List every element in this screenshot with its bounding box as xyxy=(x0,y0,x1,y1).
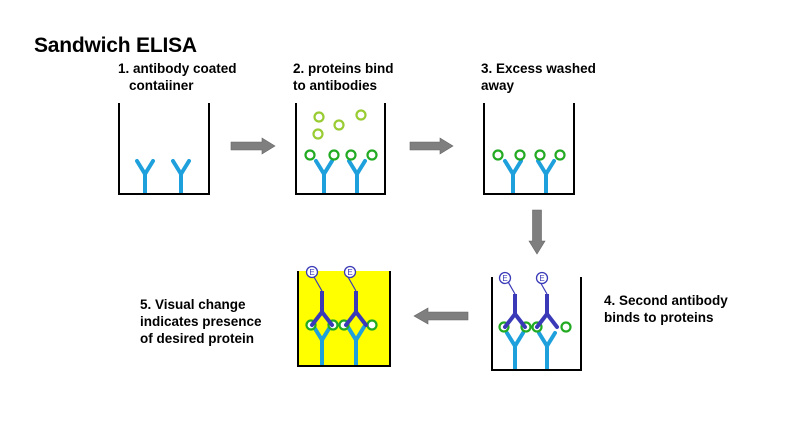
container-3 xyxy=(483,103,575,195)
enzyme-letter: E xyxy=(347,268,352,277)
antibody-arm-left xyxy=(536,159,548,176)
bound-protein xyxy=(328,149,340,161)
container-5 xyxy=(297,271,391,367)
enzyme-circle xyxy=(343,265,357,279)
detection-antibody-arm-right xyxy=(320,310,334,327)
step-3-label-line2: away xyxy=(481,78,515,93)
bound-protein xyxy=(554,149,566,161)
capture-antibody xyxy=(314,159,334,193)
capture-antibody xyxy=(346,325,366,365)
detection-antibody-arm-left xyxy=(344,310,358,327)
step-4-label-line2: binds to proteins xyxy=(604,310,714,325)
antibody-arm-right xyxy=(513,331,525,348)
step-2-label-line1: 2. proteins bind xyxy=(293,61,394,76)
arrow-step4-to-step5 xyxy=(413,307,469,325)
step-5-label-line2: indicates presence xyxy=(140,314,262,329)
capture-antibody xyxy=(536,159,556,193)
enzyme-circle xyxy=(498,271,512,285)
antibody-arm-left xyxy=(503,159,515,176)
detection-antibody xyxy=(310,276,334,327)
unbound-protein xyxy=(333,119,345,131)
bound-protein xyxy=(366,319,378,331)
unbound-protein xyxy=(313,111,325,123)
detection-antibody-arm-left xyxy=(503,312,517,329)
step-2-label-line2: to antibodies xyxy=(293,78,377,93)
step-1-label: 1. antibody coated contaiiner xyxy=(118,60,237,94)
bound-protein xyxy=(560,321,572,333)
arrow-step3-to-step4 xyxy=(528,209,546,255)
antibody-arm-right xyxy=(511,159,523,176)
detection-antibody-arm-left xyxy=(535,312,549,329)
antibody-arm-right xyxy=(179,159,191,176)
enzyme-link xyxy=(347,276,357,292)
step-3-label-line1: 3. Excess washed xyxy=(481,61,596,76)
container-2 xyxy=(295,103,386,195)
antibody-arm-left xyxy=(346,325,358,342)
antibody-arm-left xyxy=(171,159,183,176)
detection-antibody-arm-right xyxy=(545,312,559,329)
container-1 xyxy=(118,103,210,195)
arrow-step1-to-step2 xyxy=(230,137,276,155)
enzyme-letter: E xyxy=(502,274,507,283)
bound-protein xyxy=(534,149,546,161)
enzyme-circle xyxy=(305,265,319,279)
capture-antibody xyxy=(503,159,523,193)
detection-antibody xyxy=(535,279,559,329)
antibody-arm-right xyxy=(143,159,155,176)
capture-antibody xyxy=(171,159,191,193)
capture-antibody xyxy=(312,325,332,365)
detection-antibody-arm-left xyxy=(310,310,324,327)
unbound-protein xyxy=(312,128,324,140)
step-5-label: 5. Visual change indicates presence of d… xyxy=(140,296,262,347)
capture-antibody xyxy=(135,159,155,193)
antibody-arm-left xyxy=(312,325,324,342)
enzyme-tag: E xyxy=(498,271,512,285)
bound-protein xyxy=(492,149,504,161)
step-4-label-line1: 4. Second antibody xyxy=(604,293,728,308)
antibody-arm-left xyxy=(537,331,549,348)
unbound-protein xyxy=(355,109,367,121)
step-5-label-line3: of desired protein xyxy=(140,331,255,346)
bound-protein xyxy=(304,149,316,161)
antibody-arm-right xyxy=(320,325,332,342)
diagram-title: Sandwich ELISA xyxy=(34,34,197,57)
antibody-arm-right xyxy=(545,331,557,348)
detection-antibody-arm-right xyxy=(513,312,527,329)
antibody-arm-right xyxy=(544,159,556,176)
result-color-fill xyxy=(298,271,390,366)
bound-protein xyxy=(514,149,526,161)
container-4 xyxy=(491,277,582,371)
antibody-arm-left xyxy=(505,331,517,348)
detection-antibody xyxy=(344,276,368,327)
step-4-label: 4. Second antibody binds to proteins xyxy=(604,292,728,326)
capture-antibody xyxy=(537,331,557,369)
capture-antibody xyxy=(347,159,367,193)
bound-protein xyxy=(366,149,378,161)
detection-antibody-arm-right xyxy=(354,310,368,327)
enzyme-tag: E xyxy=(535,271,549,285)
enzyme-circle xyxy=(535,271,549,285)
antibody-arm-left xyxy=(314,159,326,176)
antibody-arm-left xyxy=(135,159,147,176)
step-3-label: 3. Excess washed away xyxy=(481,60,596,94)
bound-protein xyxy=(345,149,357,161)
enzyme-tag: E xyxy=(305,265,319,279)
antibody-arm-left xyxy=(347,159,359,176)
enzyme-tag: E xyxy=(343,265,357,279)
detection-antibody xyxy=(503,279,527,329)
step-5-label-line1: 5. Visual change xyxy=(140,297,246,312)
arrow-step2-to-step3 xyxy=(409,137,454,155)
antibody-arm-right xyxy=(354,325,366,342)
step-1-label-line2: contaiiner xyxy=(129,78,194,93)
capture-antibody xyxy=(505,331,525,369)
step-1-label-line1: 1. antibody coated xyxy=(118,61,237,76)
enzyme-letter: E xyxy=(309,268,314,277)
step-2-label: 2. proteins bind to antibodies xyxy=(293,60,394,94)
antibody-arm-right xyxy=(322,159,334,176)
enzyme-link xyxy=(313,276,323,292)
enzyme-letter: E xyxy=(539,274,544,283)
antibody-arm-right xyxy=(355,159,367,176)
